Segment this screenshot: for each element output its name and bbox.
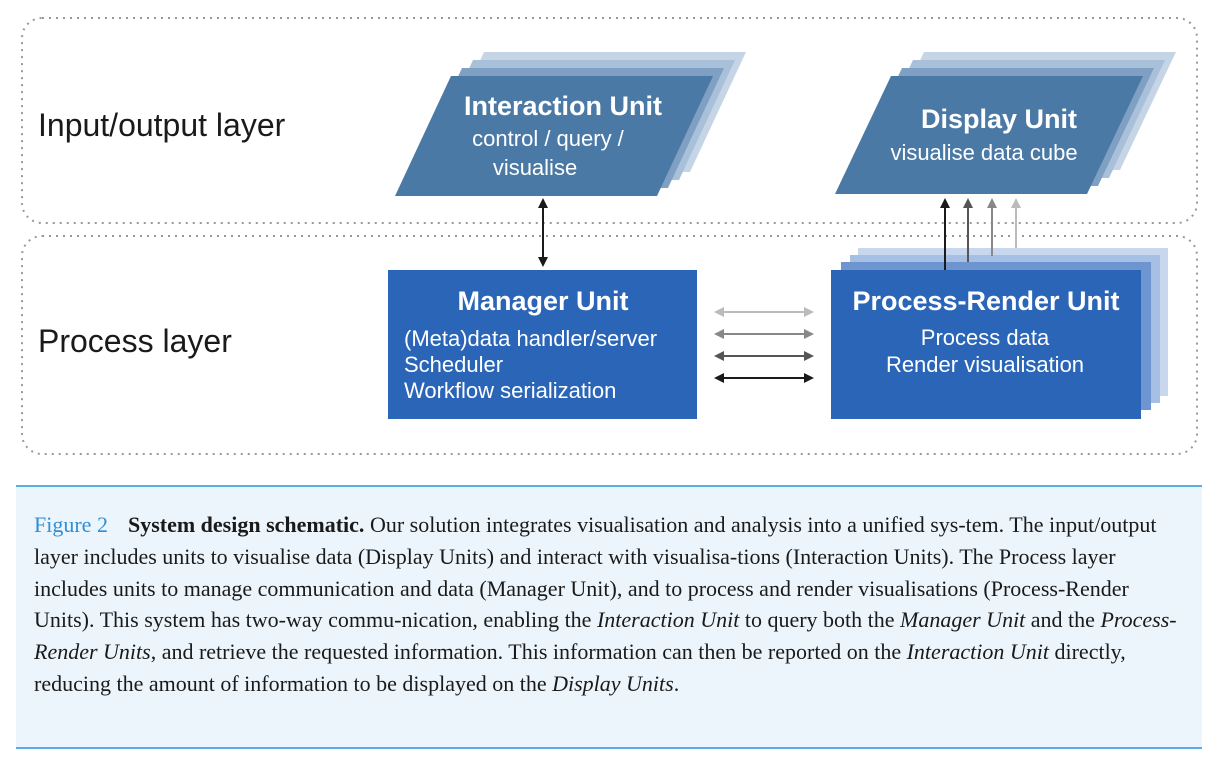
io-layer-label: Input/output layer bbox=[38, 107, 286, 143]
display-unit-title: Display Unit bbox=[921, 104, 1077, 134]
figure-caption: Figure 2 System design schematic. Our sol… bbox=[16, 485, 1202, 749]
process-render-unit-line-2: Render visualisation bbox=[886, 352, 1084, 377]
caption-italic-4: Interaction Unit bbox=[906, 639, 1049, 665]
interaction-unit-line-2: visualise bbox=[493, 155, 577, 180]
manager-unit-line-3: Workflow serialization bbox=[404, 378, 616, 403]
interaction-unit-line-1: control / query / bbox=[472, 126, 625, 151]
caption-paragraph: Figure 2 System design schematic. Our sol… bbox=[34, 509, 1184, 700]
manager-unit: Manager Unit (Meta)data handler/server S… bbox=[388, 270, 697, 419]
caption-italic-5: Display Units bbox=[552, 670, 674, 696]
caption-text-4: , and retrieve the requested information… bbox=[150, 639, 907, 665]
caption-text-2: to query both the bbox=[739, 607, 901, 633]
manager-unit-line-1: (Meta)data handler/server bbox=[404, 326, 657, 351]
manager-box bbox=[388, 270, 697, 419]
display-parallelogram bbox=[835, 76, 1143, 194]
figure-title: System design schematic. bbox=[127, 512, 365, 537]
process-layer-label: Process layer bbox=[38, 323, 232, 359]
caption-text-6: . bbox=[673, 670, 680, 696]
interaction-parallelogram bbox=[395, 76, 713, 196]
process-layer-frame bbox=[21, 235, 1198, 455]
system-design-diagram: Input/output layer Process layer Interac… bbox=[21, 17, 1198, 455]
caption-italic-1: Interaction Unit bbox=[596, 607, 740, 633]
io-layer-frame bbox=[21, 17, 1198, 224]
caption-text-3: and the bbox=[1025, 607, 1101, 633]
process-render-unit-title: Process-Render Unit bbox=[852, 286, 1119, 316]
process-render-unit: Process-Render Unit Process data Render … bbox=[831, 248, 1168, 419]
display-unit: Display Unit visualise data cube bbox=[835, 52, 1176, 194]
caption-italic-3: Process-Render Units bbox=[34, 607, 1177, 665]
manager-unit-title: Manager Unit bbox=[457, 286, 628, 316]
interaction-unit-title: Interaction Unit bbox=[464, 91, 662, 121]
interaction-unit: Interaction Unit control / query / visua… bbox=[395, 52, 746, 196]
display-unit-line-1: visualise data cube bbox=[890, 140, 1077, 165]
caption-text-5: directly, reducing the amount of informa… bbox=[34, 639, 1126, 696]
manager-unit-line-2: Scheduler bbox=[404, 352, 503, 377]
figure-label: Figure 2 bbox=[34, 512, 108, 537]
caption-text-1: Our solution integrates visualisation an… bbox=[34, 512, 1157, 633]
process-render-unit-line-1: Process data bbox=[921, 325, 1050, 350]
caption-italic-2: Manager Unit bbox=[900, 607, 1026, 633]
process-render-box bbox=[831, 270, 1141, 419]
